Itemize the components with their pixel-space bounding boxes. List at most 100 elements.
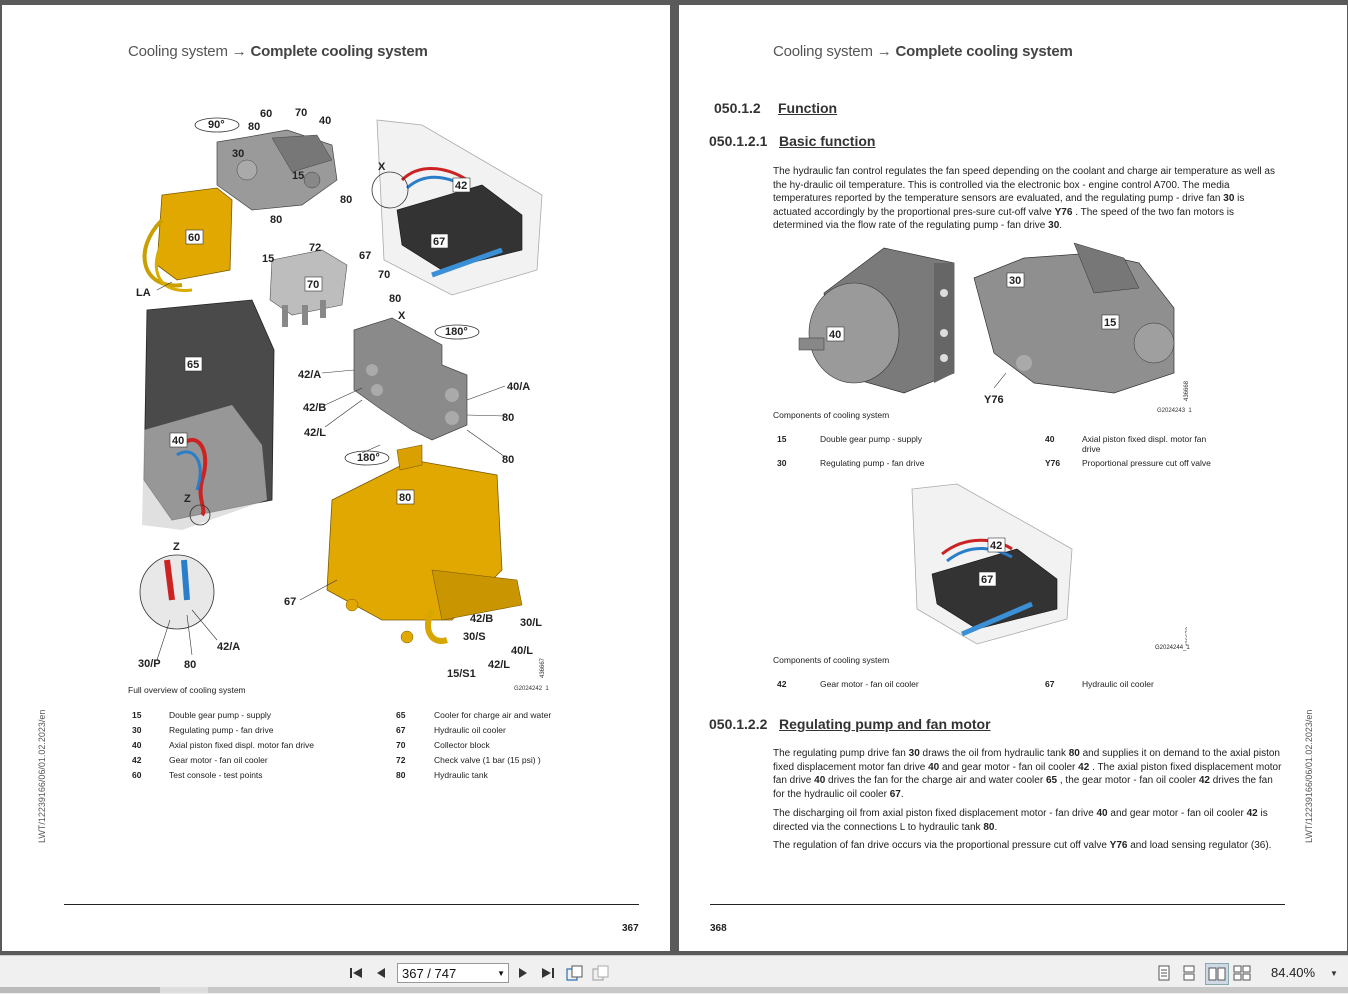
legend-number: 42 [777,679,787,689]
page-number: 367 [622,923,639,934]
callout: 80 [340,194,352,206]
callout: Y76 [984,394,1004,406]
section-number: 050.1.2.2 [709,716,768,732]
continuous-page-icon [1183,965,1195,981]
callout: Z [173,541,180,553]
detail-z-drawing [139,554,215,630]
legend-number: 80 [396,770,406,780]
text-bold: 42 [1198,775,1210,786]
continuous-view-button[interactable] [1179,963,1199,983]
callout: Z [184,493,191,505]
callout: 42/A [298,369,321,381]
text-bold: 80 [1068,748,1080,759]
text-run: . The speed of the two fan motors is det… [773,206,1235,232]
legend-number: 42 [132,755,142,765]
figure-caption: Full overview of cooling system [128,685,246,695]
callout: 42 [455,180,467,192]
text-run: and supplies it on demand to the axial p… [773,748,1280,773]
figure-caption: Components of cooling system [773,655,890,665]
radiator-drawing [142,299,275,530]
previous-page-button[interactable] [371,963,391,983]
page-header: Cooling system → Complete cooling system [773,43,1073,60]
text-bold: 40 [814,775,826,786]
callout: 80 [502,454,514,466]
paste-page-button[interactable] [591,963,611,983]
figure-callouts: 90° 60 70 40 80 30 15 80 80 60 72 15 67 … [136,107,549,690]
callout: 65 [187,359,199,371]
text-bold: 42 [1078,761,1090,773]
next-page-button[interactable] [513,963,533,983]
text-bold: 80 [983,821,995,833]
page-field-value: 367 / 747 [402,966,457,981]
paste-page-icon [592,965,609,981]
figure-ref: 436672 [1186,626,1187,647]
callout: 70 [378,269,390,281]
text-run: and load sensing regulator (36). [1127,840,1272,851]
callout: 42/L [488,659,510,671]
paragraph-discharging-oil: The discharging oil from axial piston fi… [773,807,1285,834]
leader-lines [156,281,506,661]
text-bold: 40 [928,761,940,773]
callout: 80 [502,412,514,424]
text-run: is actuated accordingly by the proportio… [773,193,1245,218]
section-title: Regulating pump and fan motor [779,716,991,732]
callout: 70 [307,279,319,291]
legend-text: Double gear pump - supply [820,434,923,444]
text-run: . [900,788,904,800]
zoom-dropdown-chevron-icon[interactable]: ▼ [1330,968,1338,978]
legend-number: 67 [396,725,406,735]
continuous-facing-view-button[interactable] [1232,963,1252,983]
legend-text: Regulating pump - fan drive [820,458,925,468]
text-run: The regulating pump drive fan [773,748,909,759]
section-number: 050.1.2.1 [709,133,768,149]
callout: 40 [829,329,841,341]
legend-number: 15 [132,710,142,720]
page-number-input[interactable]: 367 / 747 ▼ [397,963,509,983]
text-run: drives the fan for the hydraulic oil coo… [773,775,1273,800]
legend-number: 70 [396,740,406,750]
copy-page-button[interactable] [565,963,585,983]
callout: 15/S1 [447,668,476,680]
callout: X [398,310,406,322]
last-page-button[interactable] [538,963,558,983]
facing-view-button[interactable] [1205,963,1229,985]
zoom-level[interactable]: 84.40% [1271,965,1316,980]
text-bold: Y76 [1109,840,1128,851]
legend-number: 40 [1045,434,1055,444]
figure-id: G2024242_1 [514,686,549,690]
legend-text: Collector block [434,740,490,750]
first-page-button[interactable] [346,963,366,983]
callout: 80 [184,659,196,671]
callout: 80 [389,293,401,305]
single-page-view-button[interactable] [1154,963,1174,983]
text-bold: 30 [1223,193,1235,204]
document-viewer: Cooling system → Complete cooling system [0,0,1348,955]
callout: 80 [270,214,282,226]
legend-text: Regulating pump - fan drive [169,725,274,735]
scrollbar-thumb[interactable] [0,987,160,993]
text-run: , the gear motor - fan oil cooler [1057,775,1199,786]
legend-text: Proportional pressure cut off valve [1082,458,1211,468]
facing-pages-icon [1208,967,1226,981]
callout: 40 [172,435,184,447]
horizontal-scrollbar[interactable] [0,987,1348,993]
legend-number: Y76 [1045,458,1061,468]
fan-motor-drawing [798,247,955,394]
text-bold: 67 [889,788,901,800]
callout: 30/S [463,631,486,643]
page-368: Cooling system → Complete cooling system… [679,5,1347,951]
chevron-down-icon[interactable]: ▼ [497,969,505,978]
page-header: Cooling system → Complete cooling system [128,43,428,60]
legend-number: 15 [777,434,787,444]
callout: 42/L [304,427,326,439]
page-367: Cooling system → Complete cooling system [2,5,670,951]
callout: 30 [1009,275,1021,287]
legend-text: Hydraulic oil cooler [1082,679,1154,689]
section-title: Basic function [779,133,876,149]
legend-text: Check valve (1 bar (15 psi) ) [434,755,541,765]
